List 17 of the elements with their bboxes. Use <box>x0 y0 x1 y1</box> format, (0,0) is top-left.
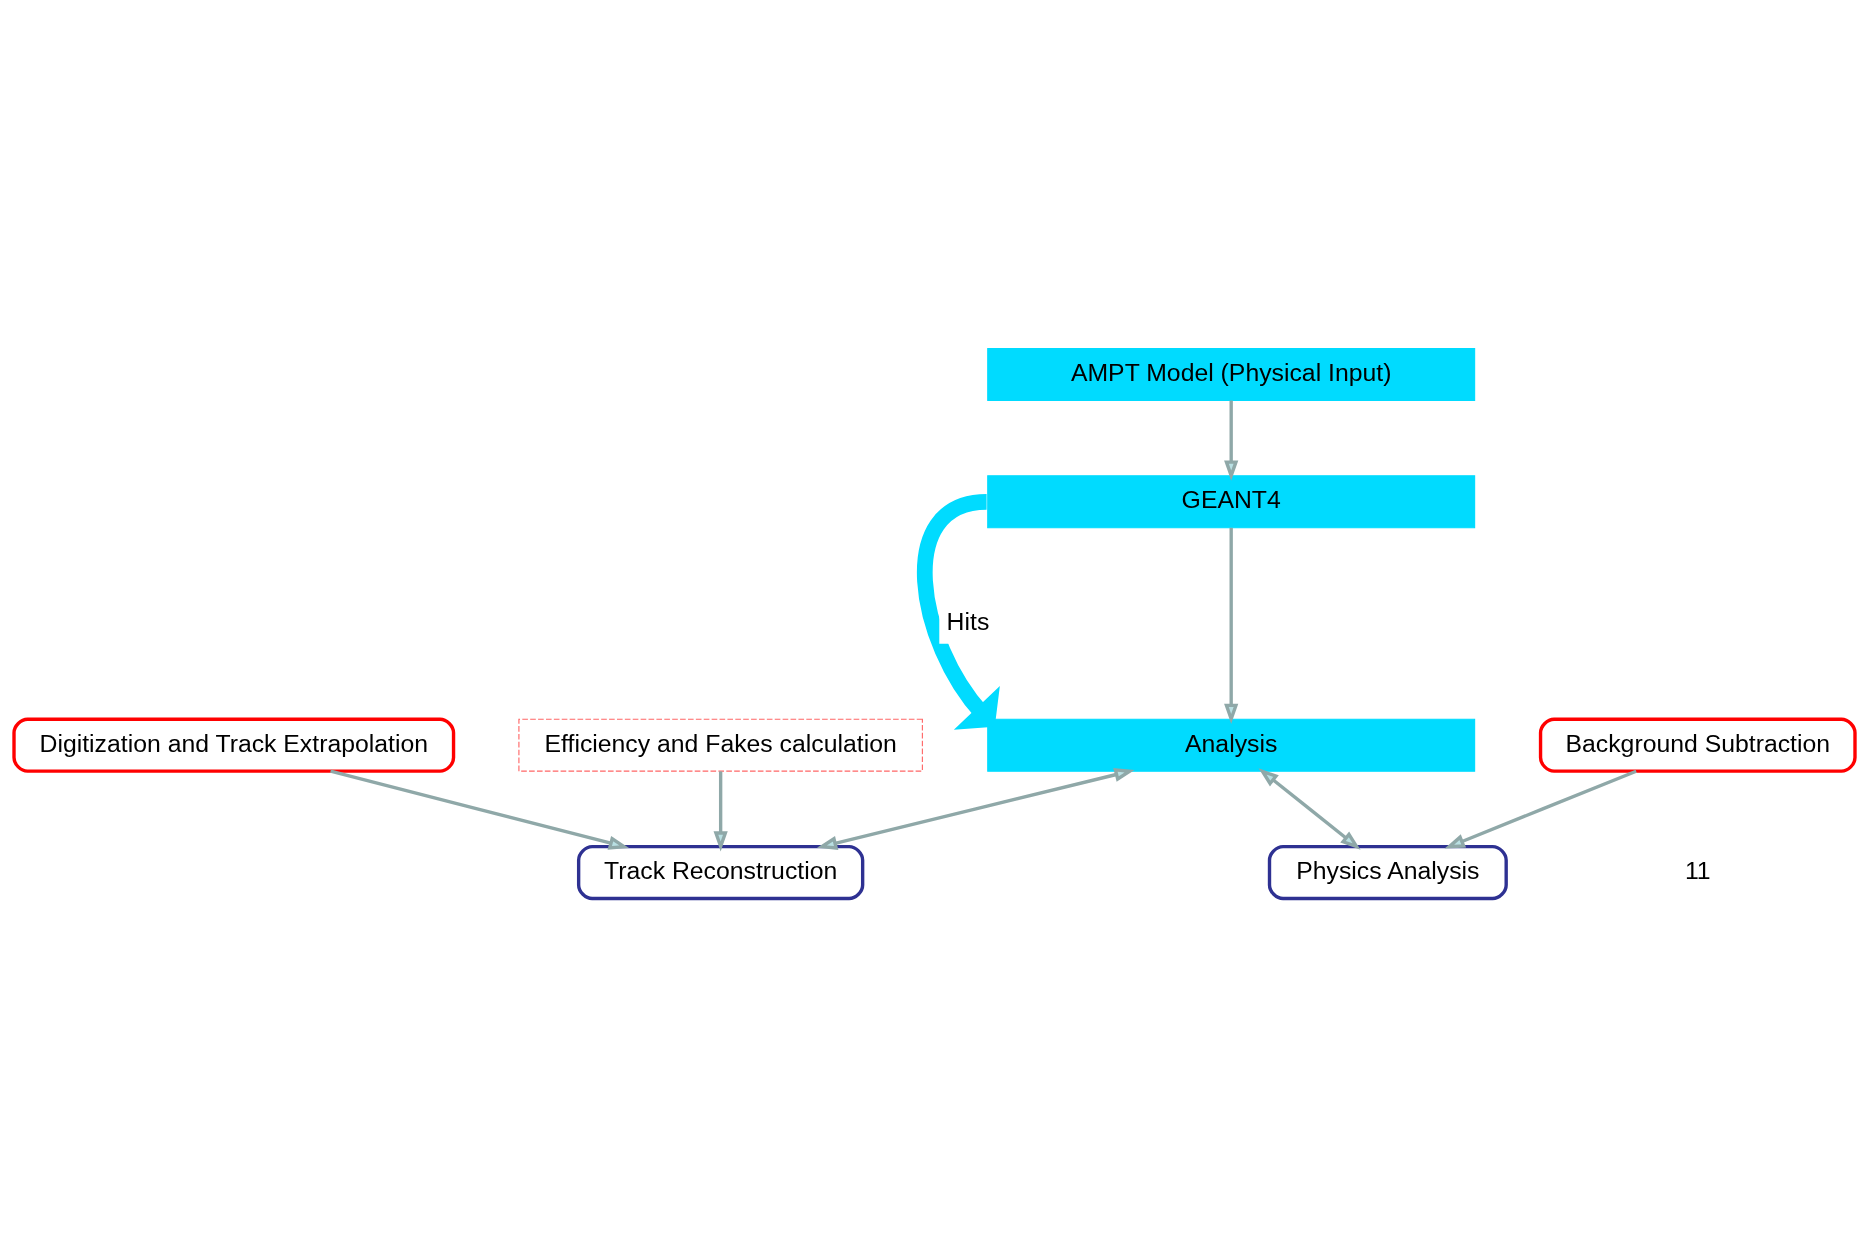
node-box: Physics Analysis <box>1267 844 1508 901</box>
arrow <box>1223 527 1238 725</box>
arrow <box>816 767 1135 850</box>
arrow <box>1223 400 1238 481</box>
node-box: Track Reconstruction <box>576 844 864 901</box>
node-box: Digitization and Track Extrapolation <box>11 717 455 773</box>
node-box: AMPT Model (Physical Input) <box>986 347 1475 401</box>
node-box: GEANT4 <box>986 475 1475 529</box>
node-box: Analysis <box>986 718 1475 772</box>
node-box: Efficiency and Fakes calculation <box>517 718 923 772</box>
arrow <box>1444 769 1637 849</box>
arrow <box>1258 768 1361 850</box>
label: 11 <box>1684 856 1711 884</box>
arrow <box>329 769 629 850</box>
arrow <box>713 771 728 852</box>
edge-label: Hits <box>946 607 989 635</box>
node-box: Background Subtraction <box>1538 717 1857 773</box>
